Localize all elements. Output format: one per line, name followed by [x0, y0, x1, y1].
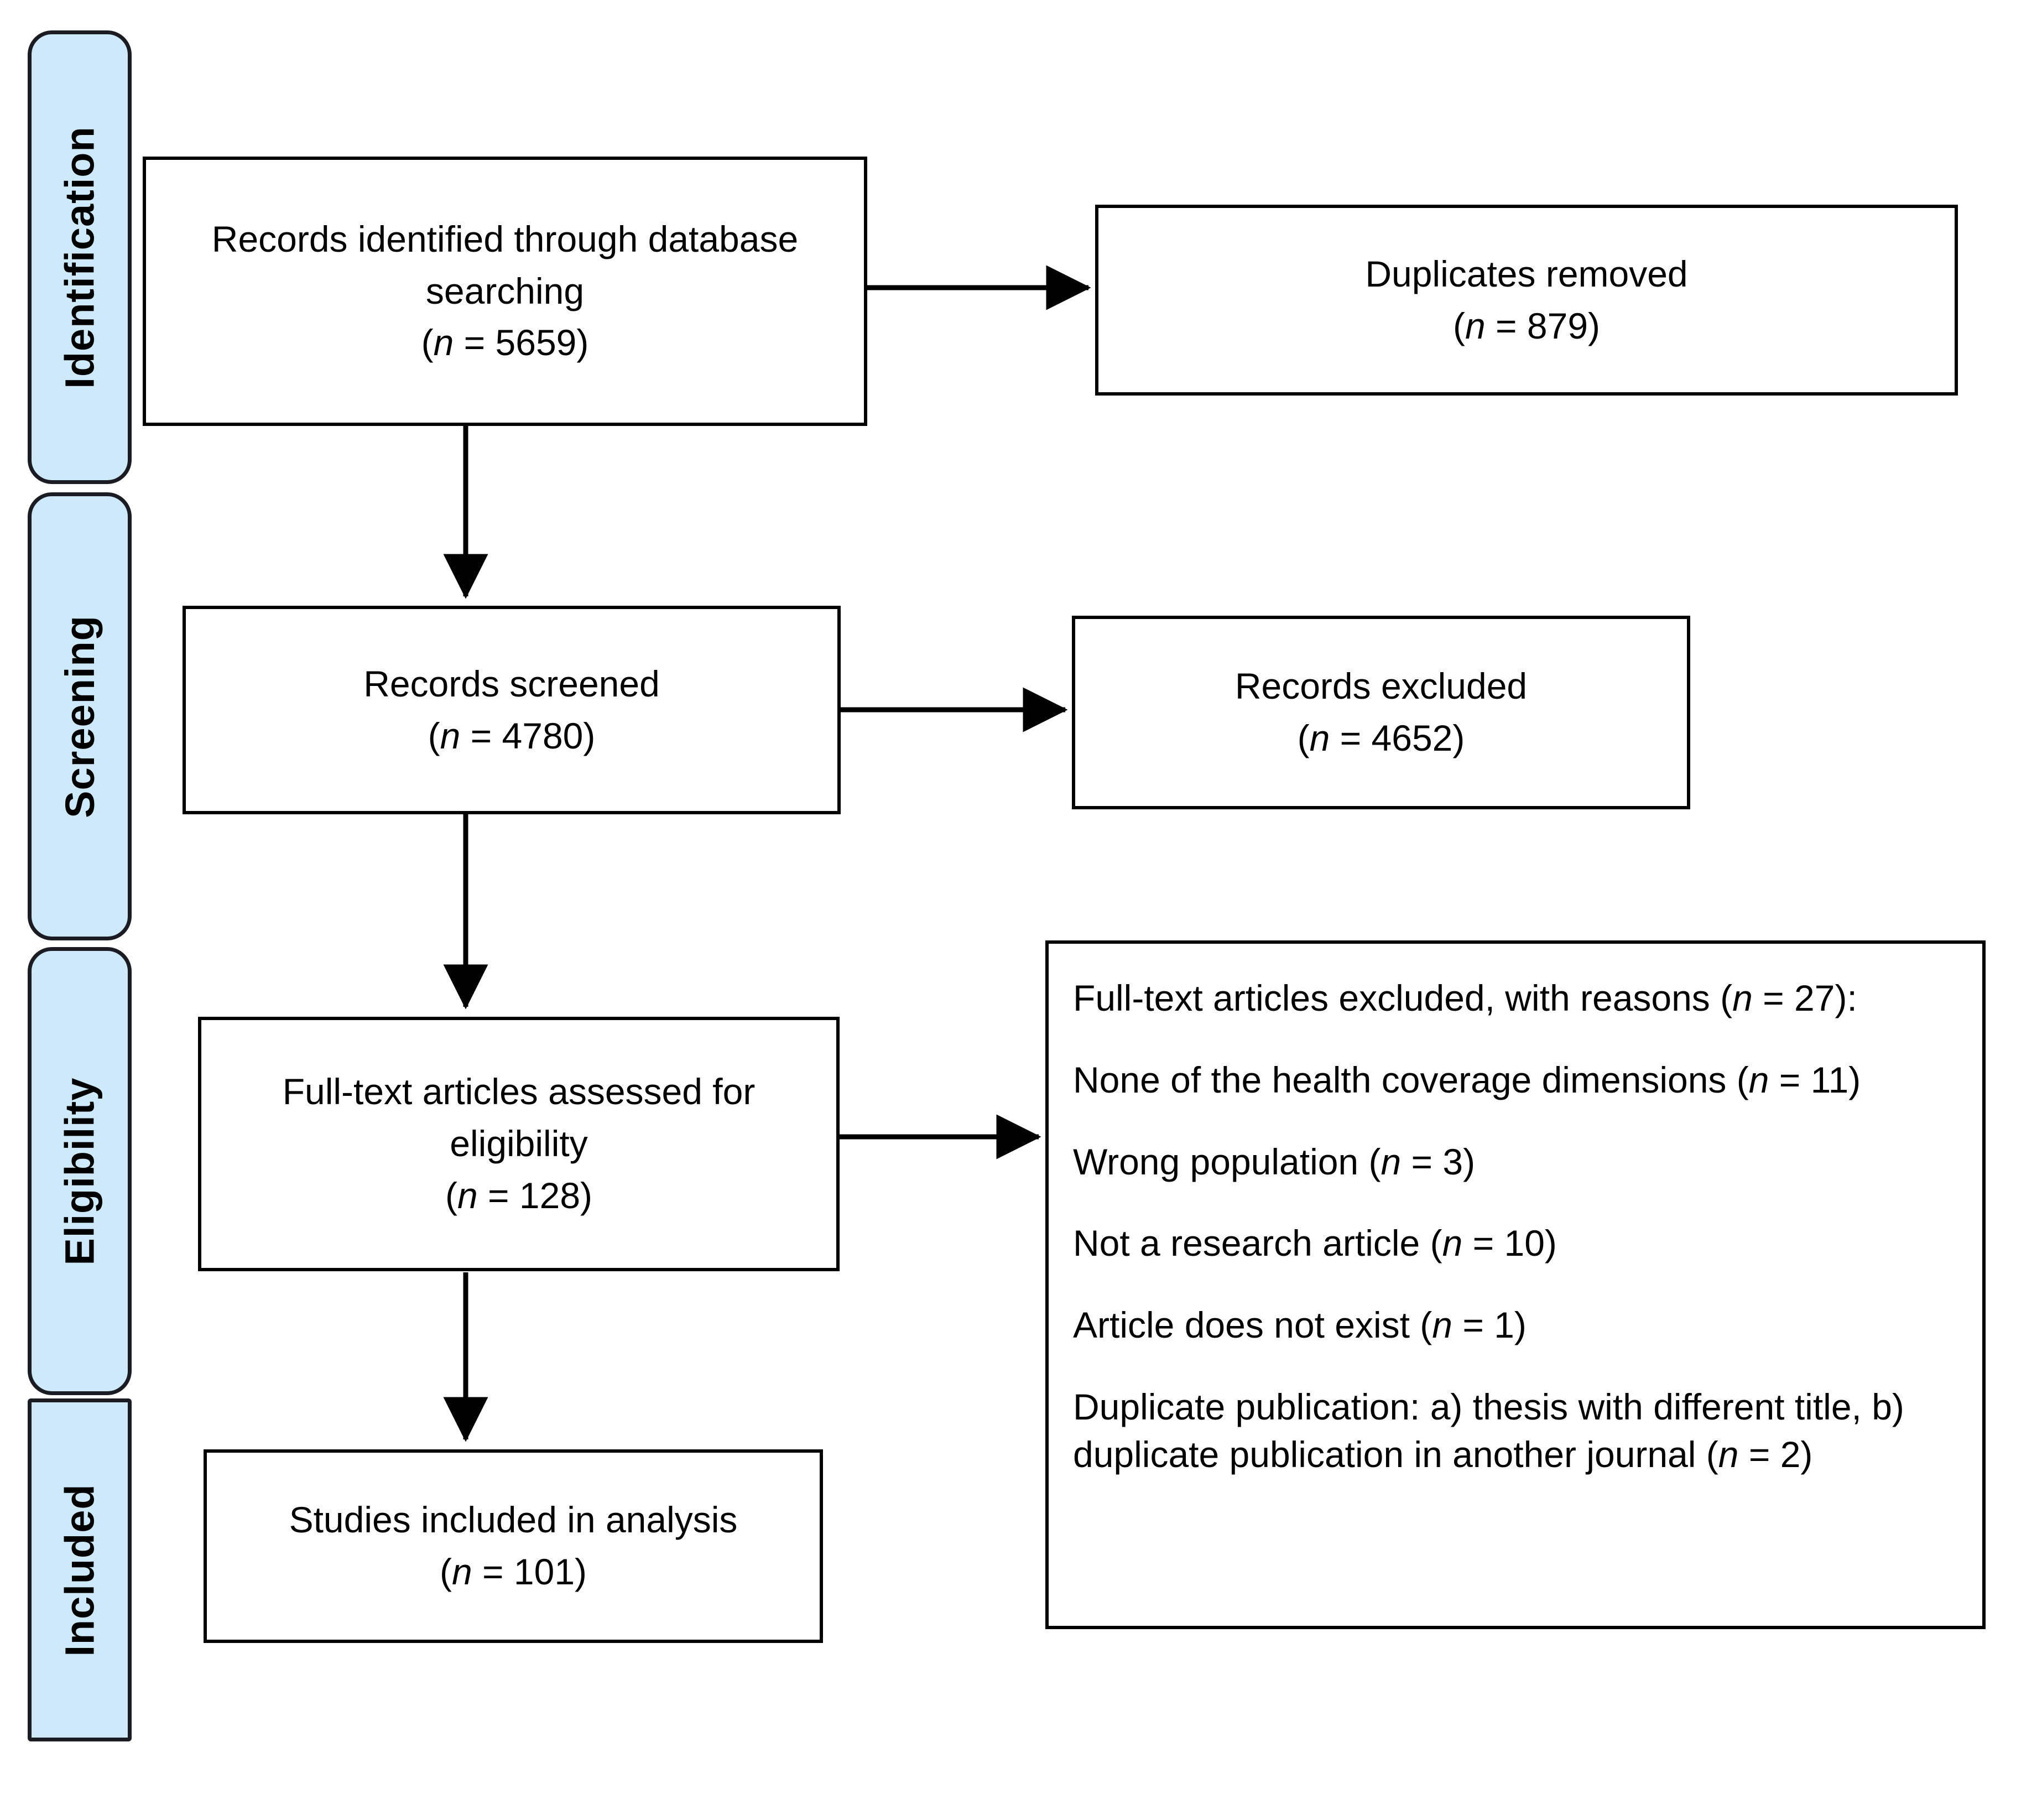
reason-item-article-not-exist: Article does not exist (n = 1) [1073, 1302, 1527, 1349]
box-records-screened: Records screened (n = 4780) [183, 606, 841, 814]
stage-label-screening: Screening [28, 492, 132, 940]
box-duplicates-removed: Duplicates removed (n = 879) [1095, 205, 1958, 396]
count-open-paren: ( [1297, 717, 1310, 758]
stage-label-identification: Identification [28, 30, 132, 484]
count-value: = 5659) [454, 322, 589, 363]
reason-post: = 2) [1738, 1433, 1813, 1475]
count-value: = 101) [472, 1551, 587, 1592]
box-records-screened-line1: Records screened [363, 663, 660, 704]
reason-pre: None of the health coverage dimensions ( [1073, 1059, 1749, 1100]
reason-n: n [1432, 1304, 1452, 1346]
box-fulltext-assessed-count: (n = 128) [445, 1170, 592, 1222]
reason-pre: Duplicate publication: a) thesis with di… [1073, 1386, 1904, 1475]
reason-pre: Not a research article ( [1073, 1223, 1442, 1264]
box-fulltext-assessed: Full-text articles assessed for eligibil… [198, 1017, 840, 1271]
reason-n: n [1748, 1059, 1769, 1100]
count-value: = 4780) [460, 715, 596, 756]
stage-label-eligibility-text: Eligibility [56, 1077, 103, 1265]
reasons-heading-post: = 27): [1752, 977, 1857, 1018]
reason-post: = 10) [1462, 1223, 1557, 1264]
box-fulltext-assessed-line2: eligibility [450, 1123, 588, 1164]
box-fulltext-assessed-line1: Full-text articles assessed for [282, 1071, 756, 1112]
reason-n: n [1381, 1141, 1402, 1182]
count-n-symbol: n [1465, 305, 1486, 346]
stage-label-identification-text: Identification [56, 126, 103, 389]
reasons-heading-n: n [1732, 977, 1753, 1018]
count-open-paren: ( [421, 322, 434, 363]
box-records-screened-count: (n = 4780) [428, 710, 596, 762]
count-value: = 128) [477, 1174, 593, 1216]
box-records-identified: Records identified through database sear… [143, 157, 867, 426]
box-duplicates-removed-line1: Duplicates removed [1365, 253, 1688, 294]
box-records-excluded-line1: Records excluded [1234, 665, 1528, 707]
box-fulltext-excluded-reasons: Full-text articles excluded, with reason… [1045, 940, 1986, 1629]
count-open-paren: ( [1452, 305, 1465, 346]
stage-label-eligibility: Eligibility [28, 947, 132, 1395]
stage-label-included-text: Included [56, 1483, 103, 1657]
count-value: = 4652) [1330, 717, 1465, 758]
reason-n: n [1442, 1223, 1463, 1264]
reason-item-health-coverage: None of the health coverage dimensions (… [1073, 1057, 1861, 1104]
reason-item-not-research-article: Not a research article (n = 10) [1073, 1220, 1557, 1267]
reason-post: = 11) [1769, 1059, 1861, 1100]
count-open-paren: ( [445, 1174, 457, 1216]
count-n-symbol: n [440, 715, 461, 756]
reason-post: = 1) [1452, 1304, 1527, 1346]
stage-label-screening-text: Screening [56, 615, 103, 818]
box-studies-included: Studies included in analysis (n = 101) [204, 1449, 823, 1643]
box-records-excluded: Records excluded (n = 4652) [1072, 616, 1690, 809]
count-open-paren: ( [428, 715, 440, 756]
reasons-heading-pre: Full-text articles excluded, with reason… [1073, 977, 1733, 1018]
reason-pre: Article does not exist ( [1073, 1304, 1432, 1346]
count-value: = 879) [1485, 305, 1601, 346]
reason-n: n [1718, 1433, 1739, 1475]
reason-pre: Wrong population ( [1073, 1141, 1381, 1182]
count-n-symbol: n [457, 1174, 478, 1216]
box-studies-included-line1: Studies included in analysis [289, 1499, 738, 1541]
box-duplicates-removed-count: (n = 879) [1453, 300, 1600, 352]
count-n-symbol: n [433, 322, 454, 363]
box-records-identified-line2: searching [425, 270, 585, 311]
count-n-symbol: n [451, 1551, 472, 1592]
stage-label-included: Included [28, 1398, 132, 1741]
count-n-symbol: n [1309, 717, 1330, 758]
reason-item-wrong-population: Wrong population (n = 3) [1073, 1138, 1475, 1186]
box-records-excluded-count: (n = 4652) [1298, 713, 1465, 765]
reason-item-duplicate-publication: Duplicate publication: a) thesis with di… [1073, 1384, 1958, 1479]
count-open-paren: ( [439, 1551, 452, 1592]
box-records-identified-line1: Records identified through database [211, 218, 799, 259]
box-studies-included-count: (n = 101) [440, 1546, 587, 1598]
reasons-heading: Full-text articles excluded, with reason… [1073, 975, 1857, 1022]
box-records-identified-count: (n = 5659) [421, 317, 589, 369]
reason-post: = 3) [1401, 1141, 1476, 1182]
